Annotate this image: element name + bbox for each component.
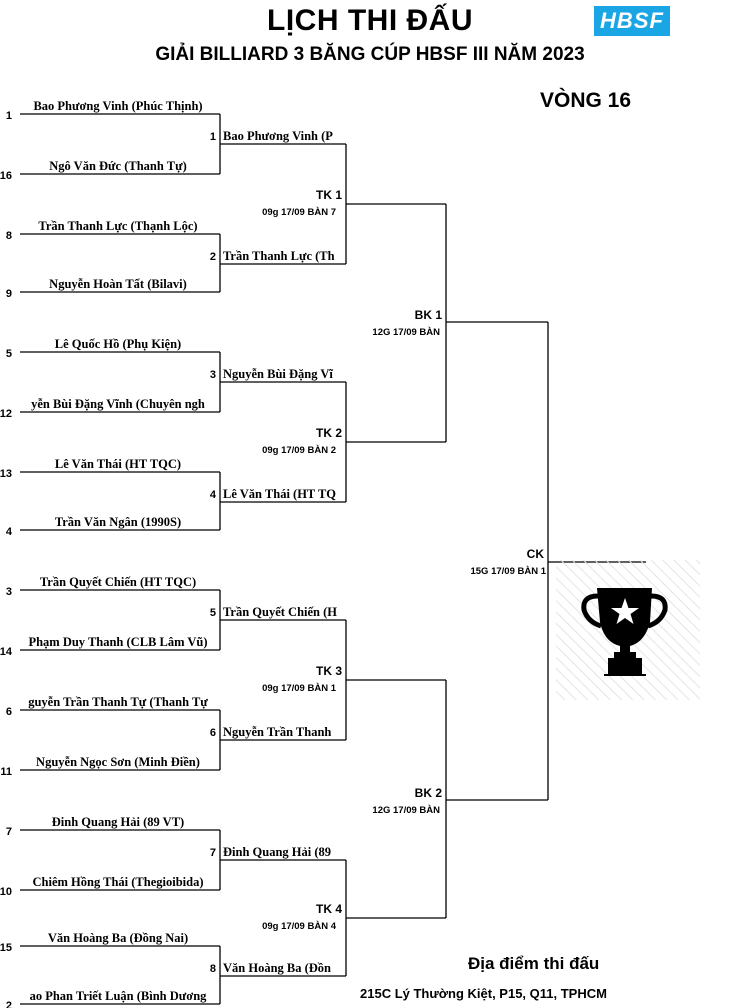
trophy-icon <box>581 588 668 676</box>
player-name: Phạm Duy Thanh (CLB Lâm Vũ) <box>28 635 207 649</box>
player-seed: 4 <box>6 526 13 538</box>
player-name: Lê Văn Thái (HT TQC) <box>55 457 181 471</box>
player-name: Lê Quốc Hồ (Phụ Kiện) <box>55 337 181 351</box>
page-title: LỊCH THI ĐẤU <box>267 4 473 37</box>
match-number: 4 <box>210 489 217 501</box>
match-number: 5 <box>210 607 216 619</box>
sf-schedule: 12G 17/09 BÀN <box>372 327 440 338</box>
venue-title: Địa điểm thi đấu <box>468 954 600 973</box>
player-name: ao Phan Triết Luận (Bình Dương <box>30 989 208 1003</box>
player-seed: 15 <box>0 942 12 954</box>
player-name: Bao Phương Vinh (Phúc Thịnh) <box>33 99 202 113</box>
hbsf-logo: HBSF <box>594 6 670 36</box>
tournament-subtitle: GIẢI BILLIARD 3 BĂNG CÚP HBSF III NĂM 20… <box>155 44 585 65</box>
match-number: 3 <box>210 369 216 381</box>
player-seed: 11 <box>0 766 12 778</box>
player-seed: 9 <box>6 288 12 300</box>
qf-label: TK 3 <box>316 664 342 678</box>
player-name: guyễn Trần Thanh Tự (Thanh Tự <box>28 695 208 709</box>
player-name: Nguyễn Hoàn Tất (Bilavi) <box>49 277 187 291</box>
winner-name: Nguyễn Trần Thanh <box>223 725 331 739</box>
winner-name: Lê Văn Thái (HT TQ <box>223 487 336 501</box>
winner-name: Đinh Quang Hải (89 <box>223 845 331 859</box>
player-seed: 14 <box>0 646 13 658</box>
winner-name: Trần Quyết Chiến (H <box>223 605 337 619</box>
winner-name: Bao Phương Vinh (P <box>223 129 333 143</box>
player-name: Nguyễn Ngọc Sơn (Minh Điền) <box>36 755 200 769</box>
qf-label: TK 4 <box>316 902 342 916</box>
qf-label: TK 1 <box>316 188 342 202</box>
player-name: Đinh Quang Hải (89 VT) <box>52 815 184 829</box>
final-schedule: 15G 17/09 BÀN 1 <box>470 566 546 577</box>
player-seed: 12 <box>0 408 12 420</box>
player-seed: 16 <box>0 170 12 182</box>
winner-name: Văn Hoàng Ba (Đồn <box>223 961 331 975</box>
trophy-area <box>556 560 700 700</box>
player-seed: 8 <box>6 230 12 242</box>
final-label: CK <box>527 547 545 561</box>
player-seed: 1 <box>6 110 12 122</box>
player-name: yễn Bùi Đặng Vĩnh (Chuyên ngh <box>31 397 205 411</box>
match-number: 7 <box>210 847 216 859</box>
qf-label: TK 2 <box>316 426 342 440</box>
venue-address: 215C Lý Thường Kiệt, P15, Q11, TPHCM <box>360 986 607 1001</box>
player-name: Trần Văn Ngân (1990S) <box>55 515 181 529</box>
sf-label: BK 2 <box>415 786 443 800</box>
player-seed: 3 <box>6 586 12 598</box>
player-name: Ngô Văn Đức (Thanh Tự) <box>49 159 187 173</box>
player-seed: 5 <box>6 348 12 360</box>
player-name: Văn Hoàng Ba (Đồng Nai) <box>48 931 188 945</box>
qf-schedule: 09g 17/09 BÀN 7 <box>262 207 336 218</box>
player-name: Chiêm Hồng Thái (Thegioibida) <box>33 875 204 889</box>
qf-schedule: 09g 17/09 BÀN 1 <box>262 683 337 694</box>
player-name: Trần Quyết Chiến (HT TQC) <box>40 575 196 589</box>
qf-schedule: 09g 17/09 BÀN 2 <box>262 445 336 456</box>
qf-schedule: 09g 17/09 BÀN 4 <box>262 921 337 932</box>
winner-name: Trần Thanh Lực (Th <box>223 249 335 263</box>
winner-name: Nguyễn Bùi Đặng Vĩ <box>223 367 333 381</box>
player-seed: 10 <box>0 886 12 898</box>
match-number: 8 <box>210 963 216 975</box>
player-seed: 13 <box>0 468 12 480</box>
match-number: 2 <box>210 251 216 263</box>
player-seed: 2 <box>6 1000 12 1008</box>
player-name: Trần Thanh Lực (Thạnh Lộc) <box>38 219 197 233</box>
sf-label: BK 1 <box>415 308 443 322</box>
match-number: 6 <box>210 727 216 739</box>
round-label: VÒNG 16 <box>540 89 632 112</box>
match-number: 1 <box>210 131 216 143</box>
sf-schedule: 12G 17/09 BÀN <box>372 805 440 816</box>
player-seed: 7 <box>6 826 12 838</box>
player-seed: 6 <box>6 706 12 718</box>
